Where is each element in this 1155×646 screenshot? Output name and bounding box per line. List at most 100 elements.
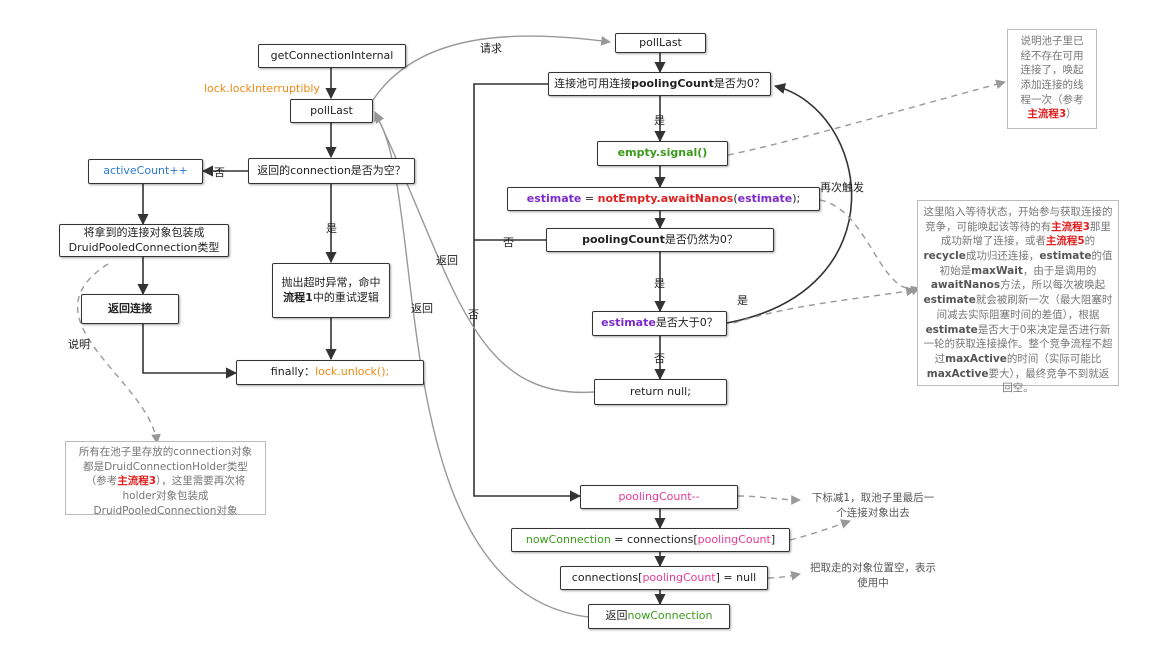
wait-p8: 就会被刷新一次（最大阻塞时间减去实际阻塞时间的差值），根据 [936, 294, 1113, 321]
wait-p3: 的 [1084, 235, 1096, 248]
finally-text: finally： [270, 365, 316, 379]
not-empty-await: notEmpty.awaitNanos [597, 191, 734, 205]
connection-null-check-text: 返回的connection是否为空？ [257, 163, 406, 177]
note-top-line3: 连接了，唤起 [1020, 64, 1084, 77]
wait-k1: recycle [923, 250, 966, 263]
timeout-exception-line1: 抛出超时异常，命中 [281, 276, 381, 290]
lock-interruptibly-label: lock.lockInterruptibly [204, 82, 320, 95]
wait-k7: maxActive [945, 352, 1007, 365]
label-yes-still: 是 [654, 277, 665, 290]
estimate-arg: estimate [737, 191, 793, 205]
label-no-outer: 否 [468, 308, 479, 321]
edge-poolcheck-no-outer [473, 83, 582, 502]
wait-k8: maxActive [926, 367, 989, 380]
wait-p4: 成功归还连接， [965, 250, 1040, 263]
return-connection-text: 返回连接 [108, 301, 152, 315]
note-top-line2: 经不存在可用 [1020, 49, 1084, 62]
wait-p6: ，由于是调用的 [1022, 264, 1097, 277]
note-top-line4: 添加连接的线 [1020, 79, 1084, 92]
wait-p9: 是否大于0来决定是否进行新一轮的获取连接操作。整个竞争流程不超过 [923, 323, 1113, 365]
wait-p10: 的时间（实际可能比 [1006, 352, 1102, 365]
poll-last-left-text: pollLast [310, 103, 353, 117]
holder-line2: 都是DruidConnectionHolder类型 [83, 460, 248, 473]
wait-k5: estimate [923, 294, 976, 307]
dash-clear-note [767, 570, 801, 581]
holder-line1: 所有在池子里存放的connection对象 [78, 446, 253, 458]
get-connection-internal-text: getConnectionInternal [270, 48, 394, 62]
holder-l3ref: 主流程3 [117, 475, 157, 488]
wait-p7: 方法，所以每次被唤起 [1000, 279, 1106, 292]
est-gt-zero-key: estimate [601, 316, 656, 330]
active-count-node: activeCount++ [88, 159, 203, 184]
pool-check-prefix: 连接池可用连接 [554, 76, 632, 90]
still-zero-check-node: poolingCount 是否仍然为0？ [546, 228, 774, 252]
clear-suffix: ] = null [715, 570, 757, 584]
wait-p11: 要大），最终竞争不到就返回空。 [988, 367, 1110, 395]
now-conn-mid: = connections[ [610, 532, 698, 546]
label-yes-pool: 是 [654, 114, 665, 127]
pool-check-suffix: 是否为0？ [713, 76, 765, 90]
estimate-gt-zero-node: estimate 是否大于0？ [592, 311, 727, 336]
holder-line4: holder对象包装成 [122, 490, 209, 503]
estimate-kw: estimate [526, 191, 582, 205]
wait-k2: estimate [1039, 250, 1092, 263]
wrap-connection-node: 将拿到的连接对象包装成 DruidPooledConnection类型 [59, 224, 229, 257]
now-conn-idx: poolingCount [697, 532, 771, 546]
holder-l3a: （参考 [85, 475, 118, 488]
estimate-paren: ( [733, 191, 738, 205]
edge-return-to-finally [142, 324, 238, 379]
get-connection-internal-node: getConnectionInternal [258, 44, 406, 68]
edge-return-null [374, 111, 595, 393]
est-gt-zero-suffix: 是否大于0？ [655, 316, 718, 330]
holder-l3b: ），这里需要再次将 [156, 475, 246, 488]
note-decrement: 下标减1，取池子里最后一 个连接对象出去 [803, 491, 943, 520]
unlock-text: lock.unlock(); [315, 365, 390, 379]
edge-request [372, 35, 611, 101]
empty-signal-text: empty.signal() [617, 146, 708, 160]
note-top-line5: 程一次（参考 [1020, 93, 1084, 106]
timeout-exception-tail: 中的重试逻辑 [312, 290, 379, 304]
active-count-text: activeCount++ [103, 164, 188, 178]
clear-idx: poolingCount [642, 570, 716, 584]
wait-r2: 主流程5 [1045, 235, 1085, 248]
label-yes-mid: 是 [326, 222, 337, 235]
estimate-eq: = [581, 191, 598, 205]
dash-dec-note [737, 495, 801, 505]
pool-count-check-node: 连接池可用连接 poolingCount 是否为0？ [548, 72, 771, 96]
clear-line2: 使用中 [857, 576, 889, 589]
connection-null-check-node: 返回的connection是否为空？ [248, 158, 415, 184]
return-connection-node: 返回连接 [81, 294, 179, 324]
dash-estimate-note [819, 199, 921, 296]
dash-now-note [789, 519, 851, 541]
label-return-b: 返回 [411, 302, 433, 315]
poll-last-left-node: pollLast [290, 99, 373, 123]
note-top-tail: ） [1066, 108, 1077, 121]
holder-line5: DruidPooledConnection对象 [93, 504, 238, 517]
label-return-a: 返回 [436, 254, 458, 267]
return-null-node: return null; [594, 379, 727, 405]
clear-slot-node: connections[ poolingCount ] = null [560, 566, 768, 590]
holder-line3: （参考主流程3），这里需要再次将 [70, 474, 261, 489]
return-now-key: nowConnection [627, 609, 713, 623]
dash-estgt-note [733, 286, 916, 324]
label-no-still: 否 [503, 236, 514, 249]
note-top-ref: 主流程3 [1027, 108, 1067, 121]
label-yes-est: 是 [737, 294, 748, 307]
label-retrigger: 再次触发 [820, 181, 864, 194]
still-zero-suffix: 是否仍然为0？ [664, 232, 738, 246]
label-no-est: 否 [654, 352, 665, 365]
wait-k3: maxWait [971, 264, 1023, 277]
wait-k4: awaitNanos [930, 279, 1001, 292]
still-zero-key: poolingCount [582, 232, 665, 246]
clear-prefix: connections[ [571, 570, 643, 584]
note-no-available-connection: 说明池子里已 经不存在可用 连接了，唤起 添加连接的线 程一次（参考 主流程3） [1007, 29, 1097, 129]
wait-p1: 这里陷入等待状态，开始参与获取连接的竞争，可能唤起该等待的有 [923, 206, 1113, 233]
clear-line1: 把取走的对象位置空，表示 [810, 562, 936, 574]
pooling-count-dec-node: poolingCount-- [580, 485, 738, 509]
now-connection-assign-node: nowConnection = connections[ poolingCoun… [511, 528, 790, 552]
now-conn-end: ] [770, 532, 776, 546]
poll-last-right-text: pollLast [639, 35, 682, 49]
timeout-exception-node: 抛出超时异常，命中 流程1中的重试逻辑 [272, 263, 390, 318]
note-clear-slot: 把取走的对象位置空，表示 使用中 [803, 561, 943, 590]
empty-signal-node: empty.signal() [597, 141, 728, 166]
